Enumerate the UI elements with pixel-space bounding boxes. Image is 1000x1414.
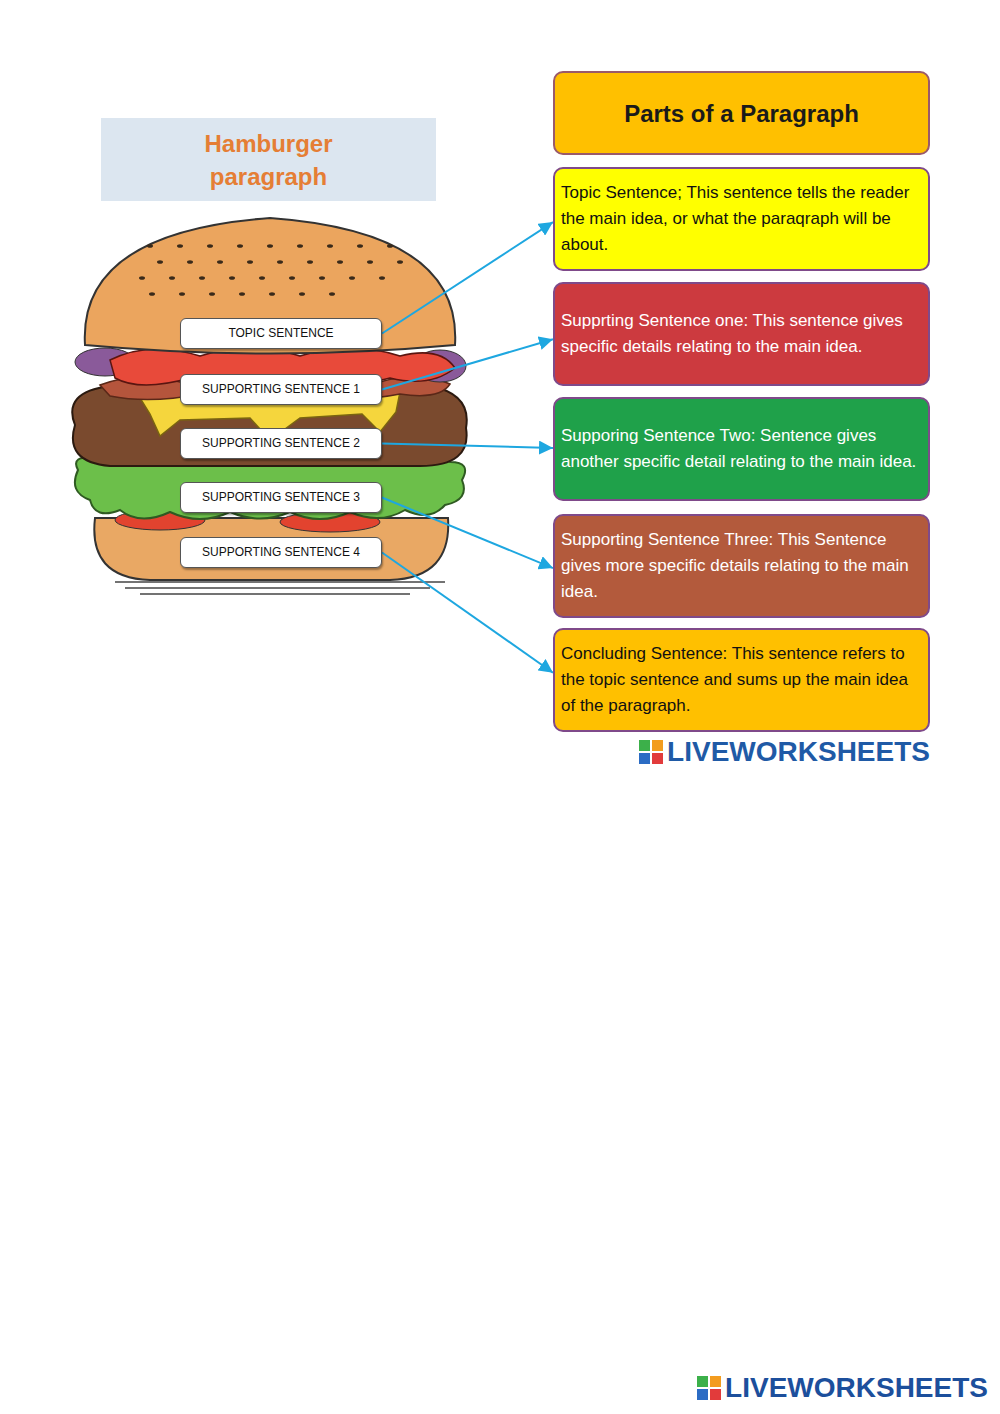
node-text: Topic Sentence; This sentence tells the … [561,180,922,258]
node-text: Concluding Sentence: This sentence refer… [561,641,922,719]
burger-label: SUPPORTING SENTENCE 4 [180,537,382,568]
part-description-box: Supporting Sentence Three: This Sentence… [553,514,930,618]
sesame-seed [299,292,305,296]
connector-arrow [382,222,553,333]
sesame-seed [327,244,333,248]
sesame-seed [379,276,385,280]
watermark-logo [697,1376,721,1400]
sesame-seed [329,292,335,296]
sesame-seed [217,260,223,264]
sesame-seed [147,244,153,248]
burger-label: SUPPORTING SENTENCE 3 [180,482,382,513]
sesame-seed [169,276,175,280]
sesame-seed [277,260,283,264]
sesame-seed [229,276,235,280]
node-text: TOPIC SENTENCE [185,326,377,341]
sesame-seed [187,260,193,264]
sesame-seed [319,276,325,280]
node-text: SUPPORTING SENTENCE 4 [185,545,377,560]
burger-label: SUPPORTING SENTENCE 1 [180,374,382,405]
sesame-seed [267,244,273,248]
title-box: Hamburger paragraph [101,118,436,201]
node-text: Parts of a Paragraph [561,97,922,130]
sesame-seed [177,244,183,248]
sesame-seed [239,292,245,296]
sesame-seed [247,260,253,264]
part-description-box: Concluding Sentence: This sentence refer… [553,628,930,732]
connector-arrow [382,444,553,448]
node-text: SUPPORTING SENTENCE 2 [185,436,377,451]
connector-arrow [382,339,553,389]
sesame-seed [157,260,163,264]
node-text: Supporting Sentence Three: This Sentence… [561,527,922,605]
node-text: SUPPORTING SENTENCE 1 [185,382,377,397]
sesame-seed [367,260,373,264]
part-description-box: Supporing Sentence Two: Sentence gives a… [553,397,930,501]
sesame-seed [139,276,145,280]
sesame-seed [387,244,393,248]
connector-arrow [382,553,553,673]
sesame-seed [209,292,215,296]
sesame-seed [237,244,243,248]
sesame-seed [349,276,355,280]
header-box: Parts of a Paragraph [553,71,930,155]
sesame-seed [297,244,303,248]
sesame-seed [207,244,213,248]
sesame-seed [397,260,403,264]
sesame-seed [179,292,185,296]
node-text: Supprting Sentence one: This sentence gi… [561,308,922,360]
part-description-box: Topic Sentence; This sentence tells the … [553,167,930,271]
watermark: LIVEWORKSHEETS [667,736,930,768]
burger-label: TOPIC SENTENCE [180,318,382,349]
connector-arrow [382,498,553,569]
burger-label: SUPPORTING SENTENCE 2 [180,428,382,459]
sesame-seed [199,276,205,280]
node-text: SUPPORTING SENTENCE 3 [185,490,377,505]
watermark: LIVEWORKSHEETS [725,1372,988,1404]
sesame-seed [357,244,363,248]
plate-shadow [115,582,445,594]
part-description-box: Supprting Sentence one: This sentence gi… [553,282,930,386]
sesame-seed [307,260,313,264]
node-text: Supporing Sentence Two: Sentence gives a… [561,423,922,475]
sesame-seed [289,276,295,280]
sesame-seed [259,276,265,280]
sesame-seeds [139,244,403,296]
sesame-seed [269,292,275,296]
watermark-logo [639,740,663,764]
sesame-seed [337,260,343,264]
sesame-seed [149,292,155,296]
top-bun [85,218,455,354]
node-text: Hamburger paragraph [107,127,430,193]
